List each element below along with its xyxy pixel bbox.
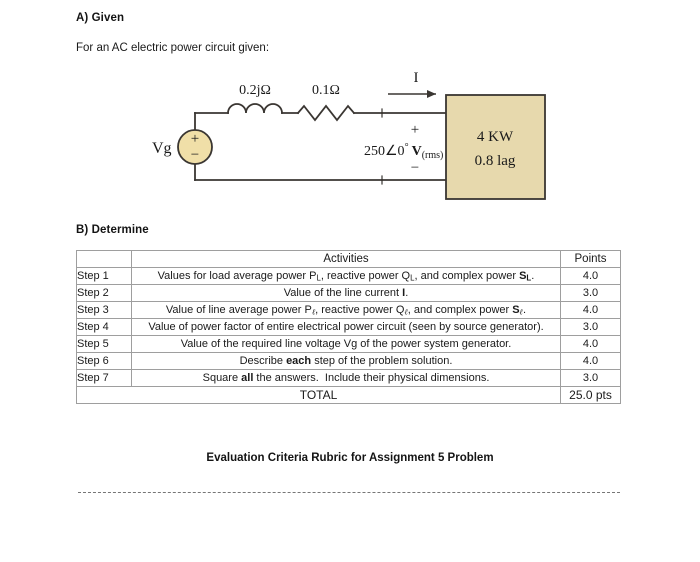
source-minus-sign: − (191, 147, 199, 163)
row-activity-text: Describe each step of the problem soluti… (131, 352, 561, 370)
row-points: 3.0 (560, 369, 621, 387)
row-points: 4.0 (560, 301, 621, 319)
row-activity-text: Square all the answers. Include their ph… (131, 369, 561, 387)
header-points: Points (560, 250, 621, 268)
row-step-label: Step 5 (76, 335, 132, 353)
inductor-symbol (227, 103, 283, 114)
terminal-plus-sign: + (411, 122, 419, 138)
row-activity-text: Value of power factor of entire electric… (131, 318, 561, 336)
voltage-magnitude-angle: 250∠0 (364, 144, 405, 159)
row-points: 4.0 (560, 335, 621, 353)
current-direction-arrow (388, 90, 436, 98)
row-activity-text: Value of line average power Pℓ, reactive… (131, 301, 561, 319)
dashed-separator-rule (78, 492, 620, 493)
header-step-blank (76, 250, 132, 268)
voltage-unit-sub: (rms) (422, 150, 444, 161)
row-activity-text: Values for load average power PL, reacti… (131, 267, 561, 285)
row-step-label: Step 4 (76, 318, 132, 336)
table-header-row: Activities Points (76, 250, 621, 268)
row-step-label: Step 6 (76, 352, 132, 370)
load-box (445, 94, 546, 200)
rubric-caption: Evaluation Criteria Rubric for Assignmen… (206, 452, 494, 464)
source-label-vg: Vg (152, 140, 172, 157)
row-activity-text: Value of the line current I. (131, 284, 561, 302)
source-plus-sign: + (191, 131, 199, 147)
total-points: 25.0 pts (560, 386, 621, 404)
section-heading-determine: B) Determine (76, 224, 149, 236)
row-points: 4.0 (560, 267, 621, 285)
voltage-unit: V (412, 144, 422, 159)
table-total-row: TOTAL 25.0 pts (76, 386, 621, 404)
header-activities: Activities (131, 250, 561, 268)
ac-circuit-diagram: + − Vg 0.2jΩ 0.1Ω I + 250∠0°V(rms) − 4 K… (140, 62, 570, 214)
row-step-label: Step 2 (76, 284, 132, 302)
given-prose-text: For an AC electric power circuit given: (76, 42, 270, 54)
current-label-i: I (414, 70, 419, 86)
total-label: TOTAL (76, 386, 561, 404)
load-power-factor: 0.8 lag (475, 153, 516, 169)
section-heading-given: A) Given (76, 12, 125, 24)
row-points: 3.0 (560, 284, 621, 302)
row-step-label: Step 3 (76, 301, 132, 319)
voltage-source-symbol (177, 129, 213, 165)
load-voltage-label: 250∠0°V(rms) (364, 142, 443, 161)
row-points: 4.0 (560, 352, 621, 370)
resistor-label: 0.1Ω (312, 83, 340, 98)
load-power-rating: 4 KW (477, 129, 514, 145)
inductor-label: 0.2jΩ (239, 83, 271, 98)
voltage-degree-symbol: ° (405, 142, 409, 153)
svg-text:250∠0°V(rms): 250∠0°V(rms) (364, 142, 443, 161)
row-points: 3.0 (560, 318, 621, 336)
terminal-minus-sign: − (411, 160, 419, 176)
row-step-label: Step 1 (76, 267, 132, 285)
row-step-label: Step 7 (76, 369, 132, 387)
row-activity-text: Value of the required line voltage Vg of… (131, 335, 561, 353)
resistor-symbol (296, 104, 356, 122)
